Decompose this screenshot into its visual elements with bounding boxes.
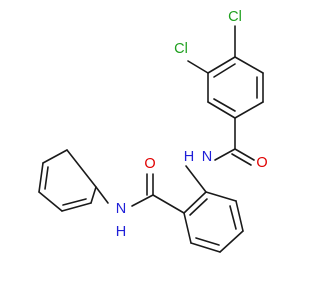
bond (185, 165, 207, 193)
bond (183, 212, 192, 244)
bond (66, 149, 97, 188)
bond (195, 237, 220, 246)
bond (213, 63, 236, 78)
bond (38, 162, 44, 193)
bond (187, 60, 209, 74)
nitrogen-label-right: N (202, 149, 212, 165)
atom-labels: Cl Cl O N H O N H (116, 9, 268, 240)
bond (95, 186, 109, 204)
bond (152, 194, 185, 214)
chlorine-label-lower: Cl (174, 41, 188, 57)
nitrogen-label-left: N (116, 201, 126, 217)
chlorine-label-upper: Cl (228, 9, 242, 25)
bond (190, 242, 221, 253)
bond (234, 101, 264, 119)
bond (234, 56, 264, 74)
bond (205, 191, 237, 202)
bond (234, 148, 255, 161)
bond (219, 230, 244, 253)
bond (229, 205, 237, 230)
bond (213, 98, 236, 112)
bond (235, 200, 244, 232)
bond (207, 56, 236, 74)
bond (44, 166, 49, 190)
bond (183, 191, 207, 214)
molecule-canvas: Cl Cl O N H O N H (38, 9, 268, 253)
molecule-structure: Cl Cl O N H O N H (38, 9, 268, 253)
bond (131, 194, 154, 207)
bond (38, 191, 63, 212)
bond (207, 101, 236, 119)
bond (214, 148, 236, 161)
bond (189, 198, 208, 216)
bond (61, 202, 92, 212)
oxygen-label-right: O (256, 155, 267, 171)
hydrogen-label-left: H (116, 224, 126, 240)
bond (62, 198, 87, 206)
oxygen-label-left: O (144, 156, 155, 172)
bond (231, 153, 252, 166)
hydrogen-label-right: H (184, 149, 194, 165)
bonds (38, 25, 264, 253)
bond (42, 149, 68, 164)
bond (90, 186, 97, 204)
